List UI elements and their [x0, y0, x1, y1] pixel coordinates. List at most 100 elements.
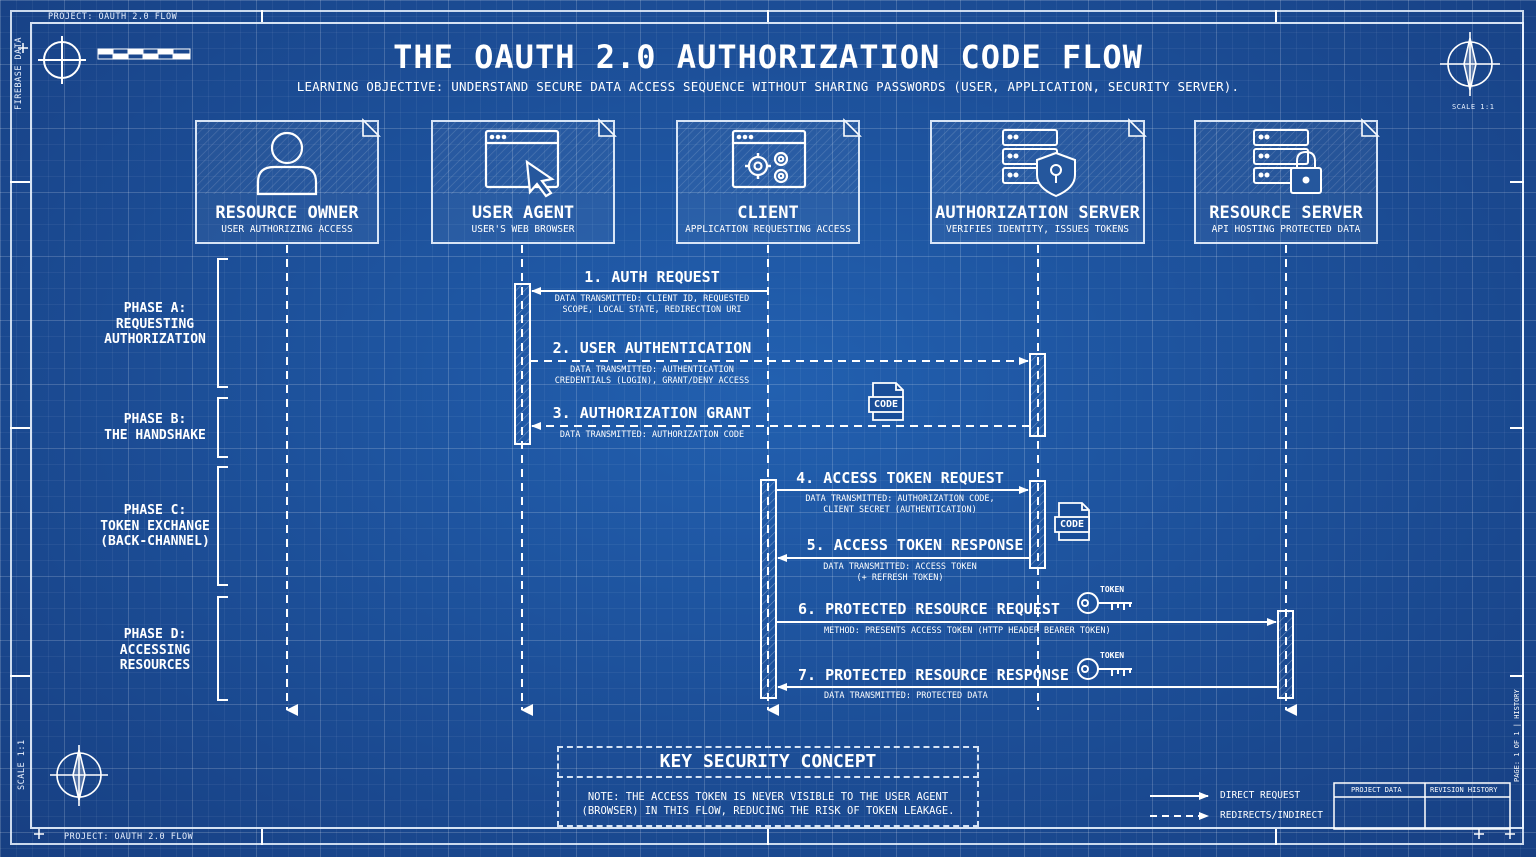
token-badge-text-2: TOKEN [1100, 651, 1125, 660]
message-7-data: DATA TRANSMITTED: PROTECTED DATA [824, 691, 988, 702]
message-3-data: DATA TRANSMITTED: AUTHORIZATION CODE [532, 430, 772, 441]
note-line: NOTE: THE ACCESS TOKEN IS NEVER VISIBLE … [587, 791, 949, 803]
actor-client: CLIENT APPLICATION REQUESTING ACCESS [676, 120, 860, 244]
phase-line: REQUESTING [115, 316, 195, 332]
phase-b-label: PHASE B: THE HANDSHAKE [80, 412, 230, 443]
card-fold [1128, 118, 1147, 137]
card-fold [843, 118, 862, 137]
message-2-label: 2. USER AUTHENTICATION [552, 339, 752, 357]
actor-description: USER AUTHORIZING ACCESS [221, 224, 353, 235]
side-right-vertical-label: PAGE: 1 OF 1 | HISTORY [1513, 689, 1521, 782]
legend-indirect-label: REDIRECTS/INDIRECT [1220, 810, 1323, 821]
actor-resource-server: RESOURCE SERVER API HOSTING PROTECTED DA… [1194, 120, 1378, 244]
inner-frame [30, 22, 1524, 829]
message-7-label: 7. PROTECTED RESOURCE RESPONSE [798, 666, 1069, 684]
message-6-data: METHOD: PRESENTS ACCESS TOKEN (HTTP HEAD… [824, 626, 1111, 637]
phase-line: AUTHORIZATION [104, 332, 206, 347]
phase-line: TOKEN EXCHANGE [100, 518, 210, 534]
card-fold [362, 118, 381, 137]
key-concept-title: KEY SECURITY CONCEPT [557, 746, 979, 778]
actor-name: USER AGENT [471, 203, 575, 223]
key-icon [1077, 592, 1132, 614]
data-line: DATA TRANSMITTED: AUTHORIZATION CODE [559, 430, 745, 440]
key-icon-2 [1077, 658, 1132, 680]
user-icon [256, 131, 318, 196]
actor-name: RESOURCE SERVER [1209, 203, 1363, 223]
activation-user-agent [514, 283, 531, 445]
data-line: DATA TRANSMITTED: AUTHENTICATION [570, 365, 734, 375]
card-hatch [433, 122, 613, 194]
card-fold [598, 118, 617, 137]
phase-line: PHASE D: [123, 627, 187, 642]
data-line: DATA TRANSMITTED: CLIENT ID, REQUESTED [554, 294, 750, 304]
key-concept-note: NOTE: THE ACCESS TOKEN IS NEVER VISIBLE … [540, 790, 996, 818]
message-arrows [530, 287, 1278, 691]
legend-direct-label: DIRECT REQUEST [1220, 790, 1301, 801]
browser-cursor-icon [484, 129, 560, 198]
note-line: (BROWSER) IN THIS FLOW, REDUCING THE RIS… [581, 805, 955, 817]
phase-line: RESOURCES [119, 658, 191, 673]
actor-resource-owner: RESOURCE OWNER USER AUTHORIZING ACCESS [195, 120, 379, 244]
data-line: DATA TRANSMITTED: ACCESS TOKEN [823, 562, 977, 572]
phase-line: PHASE A: [123, 301, 187, 316]
actor-description: VERIFIES IDENTITY, ISSUES TOKENS [945, 224, 1130, 235]
message-1-data: DATA TRANSMITTED: CLIENT ID, REQUESTED S… [532, 294, 772, 316]
message-2-data: DATA TRANSMITTED: AUTHENTICATION CREDENT… [532, 365, 772, 387]
card-fold [1361, 118, 1380, 137]
data-line: SCOPE, LOCAL STATE, REDIRECTION URI [562, 305, 742, 315]
phase-a-label: PHASE A: REQUESTING AUTHORIZATION [80, 301, 230, 348]
message-5-label: 5. ACCESS TOKEN RESPONSE [806, 536, 1024, 554]
actor-name: AUTHORIZATION SERVER [935, 203, 1140, 223]
phase-line: THE HANDSHAKE [104, 427, 206, 443]
data-line: CREDENTIALS (LOGIN), GRANT/DENY ACCESS [554, 376, 750, 386]
actor-authorization-server: AUTHORIZATION SERVER VERIFIES IDENTITY, … [930, 120, 1145, 244]
page-subtitle: LEARNING OBJECTIVE: UNDERSTAND SECURE DA… [296, 79, 1240, 94]
phase-line: PHASE C: [123, 503, 187, 518]
actor-user-agent: USER AGENT USER'S WEB BROWSER [431, 120, 615, 244]
actor-name: CLIENT [737, 203, 799, 223]
code-file-icon-2 [1054, 502, 1090, 541]
phase-d-label: PHASE D: ACCESSING RESOURCES [80, 627, 230, 674]
token-badge-text: TOKEN [1100, 585, 1125, 594]
server-shield-icon [1002, 129, 1076, 198]
activation-auth-server-1 [1029, 353, 1046, 437]
scale-bar [97, 48, 191, 60]
page-title: THE OAUTH 2.0 AUTHORIZATION CODE FLOW [393, 38, 1143, 76]
activation-client [760, 479, 777, 699]
code-file-icon [868, 382, 904, 421]
data-line: METHOD: PRESENTS ACCESS TOKEN (HTTP HEAD… [824, 626, 1111, 636]
actor-description: USER'S WEB BROWSER [471, 224, 575, 235]
key-concept-note-frame [557, 781, 979, 827]
crosshair-icon [38, 36, 86, 84]
data-line: (+ REFRESH TOKEN) [856, 573, 944, 583]
code-badge-text-2: CODE [1059, 519, 1085, 530]
app-gears-icon [731, 129, 807, 189]
actor-name: RESOURCE OWNER [215, 203, 359, 223]
project-data-label: PROJECT DATA [1351, 786, 1402, 794]
data-line: DATA TRANSMITTED: PROTECTED DATA [824, 691, 988, 701]
card-hatch [678, 122, 858, 194]
actor-description: APPLICATION REQUESTING ACCESS [685, 224, 851, 235]
phase-c-label: PHASE C: TOKEN EXCHANGE (BACK-CHANNEL) [80, 503, 230, 550]
actor-description: API HOSTING PROTECTED DATA [1211, 224, 1361, 235]
scale-label-left: SCALE 1:1 [17, 739, 27, 790]
legend-lines [1150, 792, 1209, 820]
compass-rose-icon [1440, 32, 1500, 96]
phase-line: PHASE B: [123, 412, 187, 427]
activation-resource-server [1277, 610, 1294, 699]
server-lock-icon [1253, 129, 1322, 194]
scale-label-top: SCALE 1:1 [1452, 103, 1495, 111]
project-label-top: PROJECT: OAUTH 2.0 FLOW [48, 12, 178, 22]
message-5-data: DATA TRANSMITTED: ACCESS TOKEN (+ REFRES… [780, 562, 1020, 584]
code-badge-text: CODE [873, 399, 899, 410]
data-line: CLIENT SECRET (AUTHENTICATION) [823, 505, 977, 515]
activation-auth-server-2 [1029, 480, 1046, 569]
message-3-label: 3. AUTHORIZATION GRANT [552, 404, 752, 422]
message-4-label: 4. ACCESS TOKEN REQUEST [796, 469, 1004, 487]
activation-bars [514, 283, 1294, 699]
phase-line: ACCESSING [119, 642, 191, 658]
revision-history-label: REVISION HISTORY [1430, 786, 1498, 794]
phase-brackets [217, 258, 228, 701]
